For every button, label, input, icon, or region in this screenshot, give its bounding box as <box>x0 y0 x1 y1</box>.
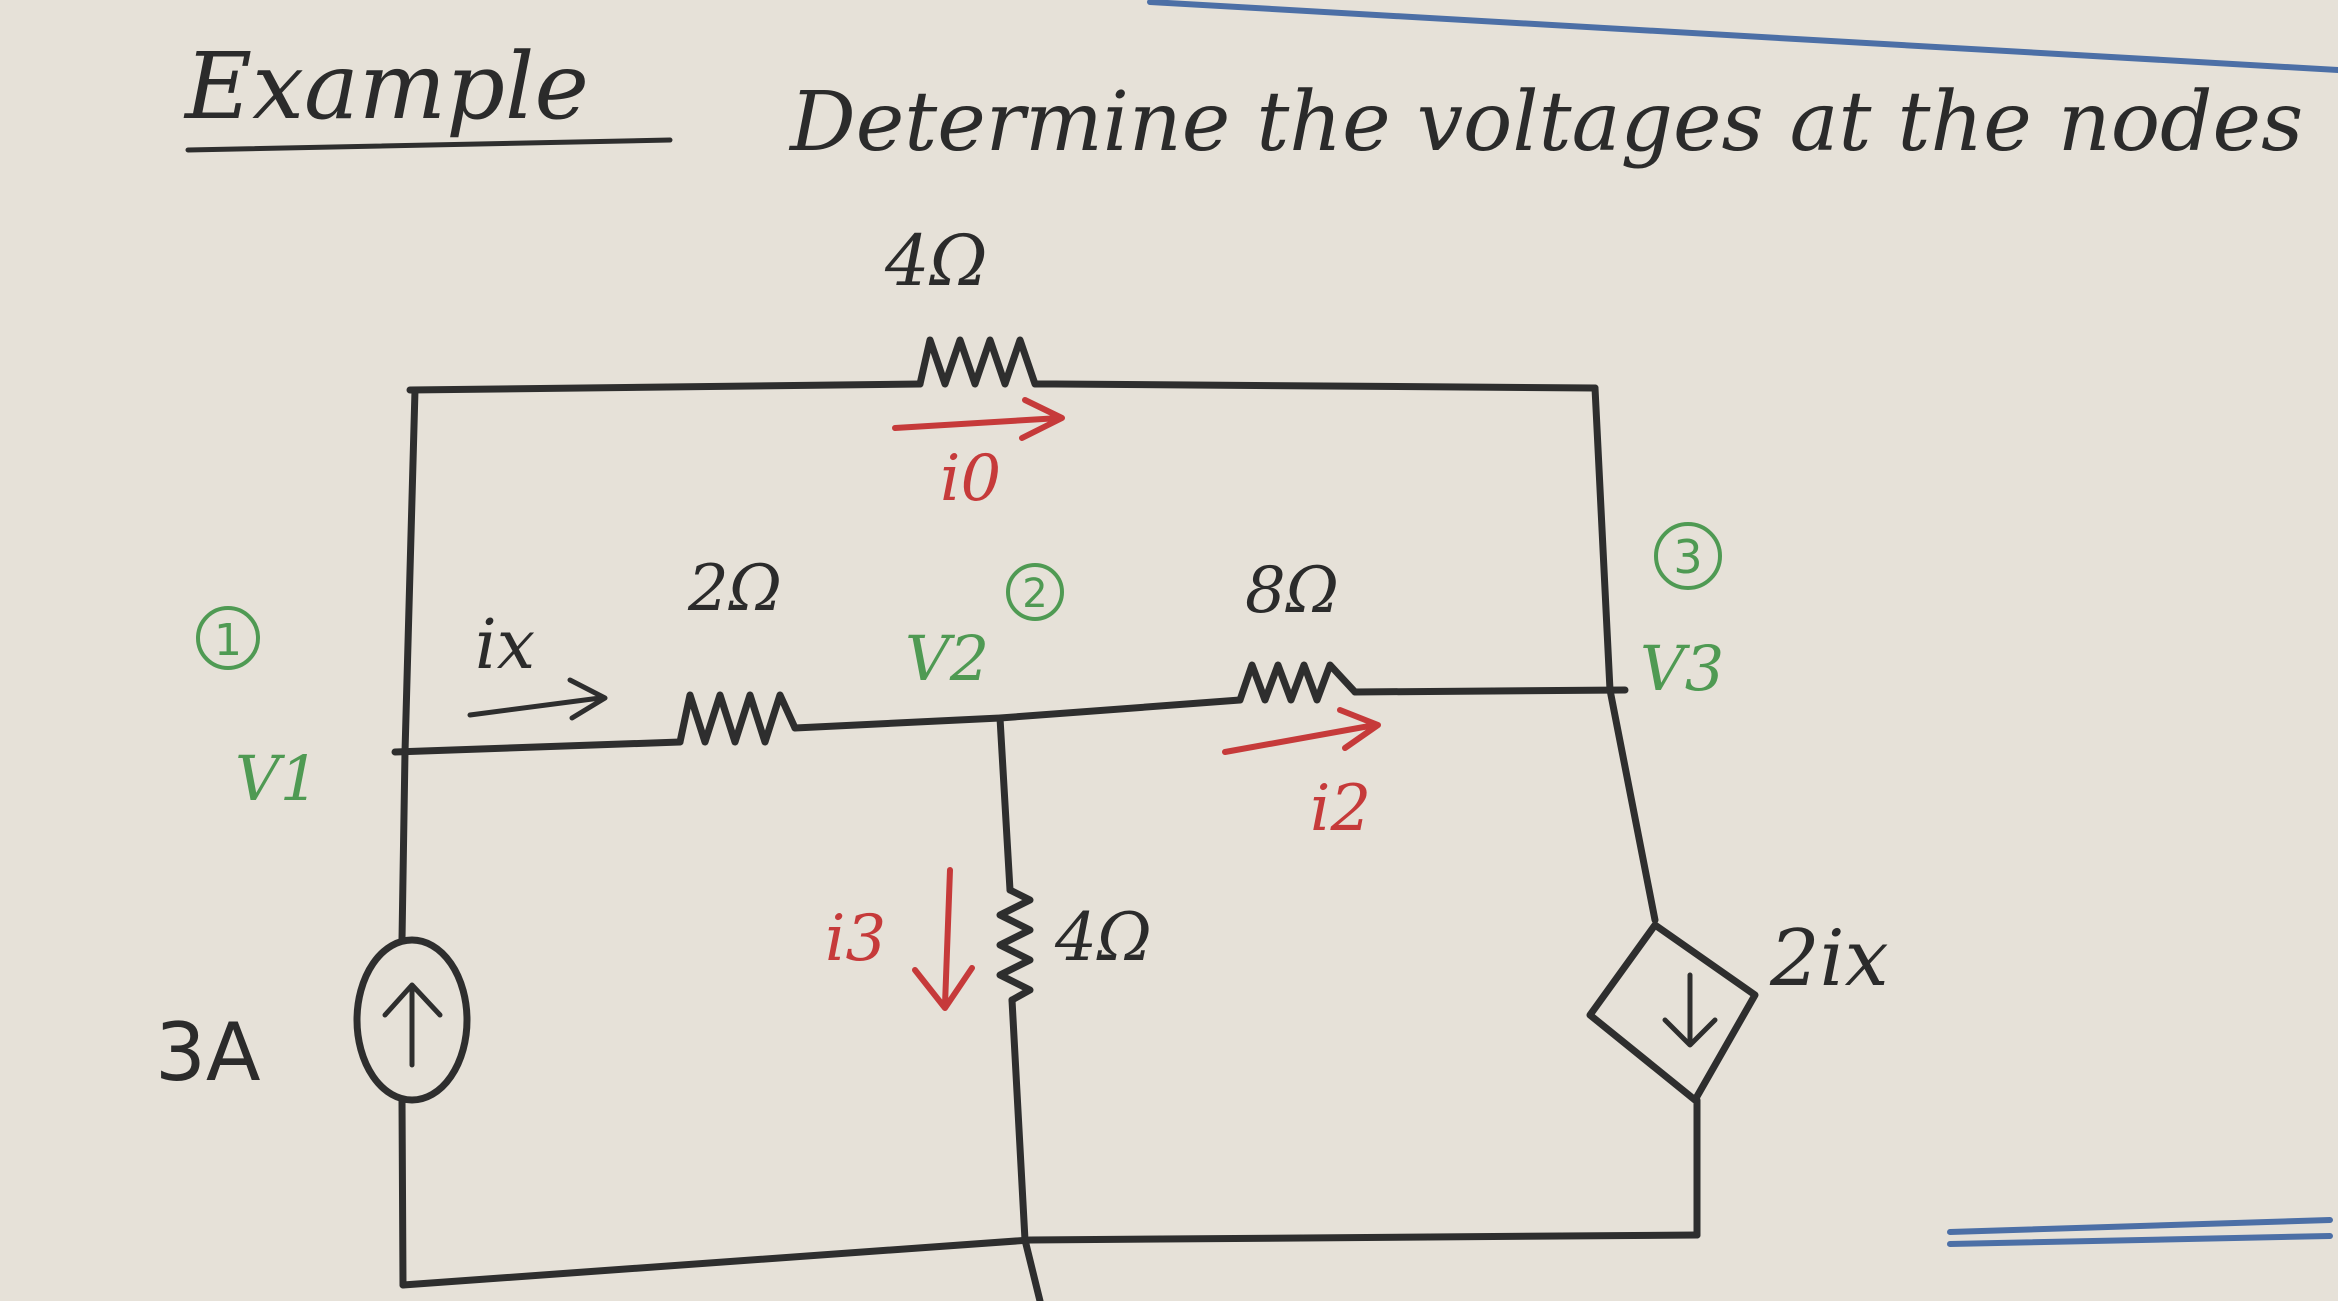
current-source-3a-symbol <box>353 936 471 1104</box>
node-2-number: 2 <box>1022 571 1047 617</box>
current-source-arrow-icon <box>382 982 443 1068</box>
current-i0-label: i0 <box>940 442 1001 516</box>
current-ix-arrow-icon <box>467 677 608 721</box>
current-ix-label: ix <box>475 606 535 685</box>
node-2-circle-icon <box>1006 563 1064 621</box>
resistor-right-label: 8Ω <box>1245 554 1339 628</box>
current-i3-label: i3 <box>825 902 886 976</box>
wire-middle-center <box>791 696 1244 732</box>
dependent-source-arrow-icon <box>1662 972 1718 1048</box>
resistor-left-label: 2Ω <box>687 552 782 626</box>
wire-right-upper <box>1591 384 1659 924</box>
resistor-4ohm-vertical-symbol <box>996 886 1034 1004</box>
node-3-number: 3 <box>1673 530 1702 584</box>
current-i2-label: i2 <box>1310 772 1371 846</box>
current-i0-arrow-icon <box>892 397 1065 441</box>
node-2-label: V2 <box>905 622 989 695</box>
node-1-label: V1 <box>235 742 319 815</box>
current-i3-arrow-icon <box>912 867 975 1011</box>
node-1-circle-icon <box>196 606 260 670</box>
board-marker-mark <box>1947 1217 2333 1235</box>
resistor-top-label: 4Ω <box>884 220 988 302</box>
board-frame-line <box>1147 0 2338 73</box>
wire-center-lower <box>1008 996 1044 1301</box>
title-underline <box>185 137 673 153</box>
resistor-2ohm-symbol <box>676 691 799 746</box>
wire-left-lower <box>398 1096 407 1289</box>
dependent-source-symbol <box>1586 921 1759 1104</box>
resistor-8ohm-symbol <box>1236 661 1359 704</box>
title-label: Example <box>183 33 589 140</box>
board-marker-mark-2 <box>1947 1233 2333 1247</box>
resistor-middle-label: 4Ω <box>1054 899 1152 976</box>
dependent-source-label: 2ix <box>1769 914 1889 1004</box>
wire-bottom <box>399 1231 1701 1289</box>
wire-middle-right <box>1351 686 1629 696</box>
wire-center-upper <box>996 714 1014 894</box>
resistor-top-symbol <box>916 336 1059 388</box>
current-source-label: 3A <box>155 1006 261 1099</box>
wire-middle-left <box>391 738 684 756</box>
wire-left-upper <box>398 386 419 944</box>
title-text: Determine the voltages at the nodes <box>788 75 2303 170</box>
current-i2-arrow-icon <box>1222 707 1381 755</box>
node-3-label: V3 <box>1640 632 1724 705</box>
wire-top-right <box>1051 380 1599 392</box>
node-1-number: 1 <box>214 615 242 666</box>
wire-top-left <box>406 380 924 394</box>
node-3-circle-icon <box>1654 522 1722 590</box>
